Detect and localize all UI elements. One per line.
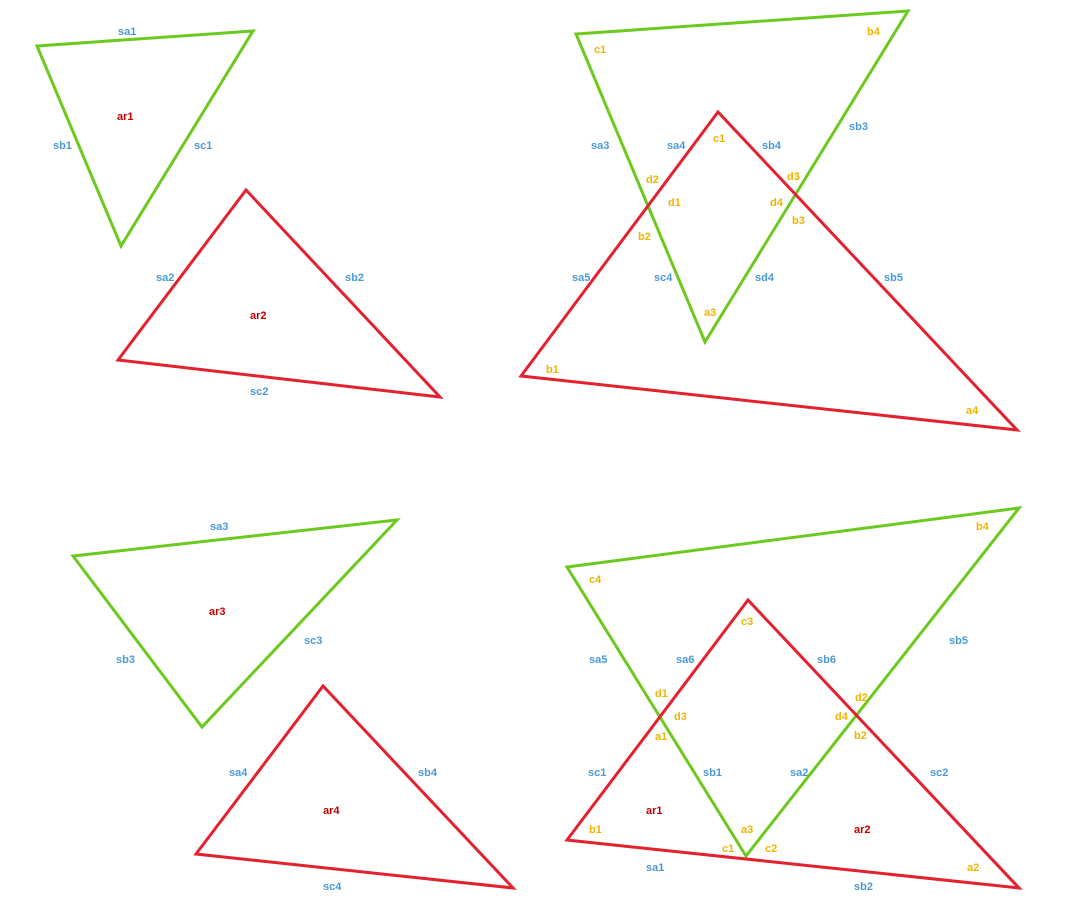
label-sa4-p3: sa4 xyxy=(229,767,248,779)
label-d1: d1 xyxy=(668,197,681,209)
label-sa1-p4: sa1 xyxy=(646,862,664,874)
label-sb1-p4: sb1 xyxy=(703,767,722,779)
green-triangle-overlap-2 xyxy=(564,506,1023,859)
label-c2: c2 xyxy=(765,843,777,855)
label-d3-p4: d3 xyxy=(674,711,687,723)
label-ar2: ar2 xyxy=(250,310,267,322)
label-sd4: sd4 xyxy=(755,272,775,284)
red-triangle-overlap-2 xyxy=(564,597,1023,890)
green-triangle-overlap xyxy=(573,9,911,346)
label-c4-p4: c4 xyxy=(589,574,602,586)
label-b3: b3 xyxy=(792,215,805,227)
label-c1-p4: c1 xyxy=(722,843,734,855)
panel-bottom-right: c4 b4 sa5 sa6 c3 sb6 sb5 d1 d3 a1 d2 d4 … xyxy=(564,506,1023,893)
label-sa5: sa5 xyxy=(572,272,590,284)
label-sb3: sb3 xyxy=(849,121,868,133)
label-sa4: sa4 xyxy=(667,140,686,152)
label-sb5: sb5 xyxy=(884,272,903,284)
label-sc1: sc1 xyxy=(588,767,606,779)
red-triangle-2 xyxy=(115,187,444,399)
panel-top-left: sa1 sb1 sc1 ar1 sa2 sb2 sc2 ar2 xyxy=(34,26,444,399)
label-a1: a1 xyxy=(655,731,667,743)
label-sc4-p3: sc4 xyxy=(323,881,342,893)
label-a2: a2 xyxy=(967,862,979,874)
label-sb2-p4: sb2 xyxy=(854,881,873,893)
label-d4-p4: d4 xyxy=(835,711,849,723)
label-sa3: sa3 xyxy=(591,140,609,152)
label-sa2-p4: sa2 xyxy=(790,767,808,779)
label-sc1: sc1 xyxy=(194,140,212,152)
green-triangle-3 xyxy=(70,518,401,730)
label-sa1: sa1 xyxy=(118,26,136,38)
label-sb5-p4: sb5 xyxy=(949,635,968,647)
label-a3-p4: a3 xyxy=(741,824,753,836)
label-d3: d3 xyxy=(787,171,800,183)
label-d2: d2 xyxy=(646,174,659,186)
green-triangle-1 xyxy=(34,29,256,250)
label-b4-p4: b4 xyxy=(976,521,990,533)
panel-bottom-left: sa3 sb3 sc3 ar3 sa4 sb4 sc4 ar4 xyxy=(70,518,517,893)
label-sb4-p3: sb4 xyxy=(418,767,438,779)
label-sa6: sa6 xyxy=(676,654,694,666)
label-sb3-p3: sb3 xyxy=(116,654,135,666)
label-ar4: ar4 xyxy=(323,805,340,817)
label-ar3: ar3 xyxy=(209,606,226,618)
label-sa2: sa2 xyxy=(156,272,174,284)
label-sb1: sb1 xyxy=(53,140,72,152)
label-b1: b1 xyxy=(546,364,559,376)
label-b1-p4: b1 xyxy=(589,824,602,836)
label-b2-p4: b2 xyxy=(854,730,867,742)
label-c1-corner: c1 xyxy=(594,44,606,56)
label-ar2-p4: ar2 xyxy=(854,824,871,836)
label-a3: a3 xyxy=(704,307,716,319)
label-sa5-p4: sa5 xyxy=(589,654,607,666)
panel-top-right: c1 b4 sa3 sa4 c1 sb4 sb3 d2 d1 d3 d4 b3 … xyxy=(518,9,1021,432)
label-d1-p4: d1 xyxy=(655,688,668,700)
label-sb2: sb2 xyxy=(345,272,364,284)
red-triangle-overlap xyxy=(518,109,1021,432)
label-sc4: sc4 xyxy=(654,272,673,284)
label-d2-p4: d2 xyxy=(855,692,868,704)
label-c1-top: c1 xyxy=(713,133,725,145)
label-d4: d4 xyxy=(770,197,784,209)
label-sb6: sb6 xyxy=(817,654,836,666)
label-b4: b4 xyxy=(867,26,881,38)
label-ar1-p4: ar1 xyxy=(646,805,663,817)
label-sb4: sb4 xyxy=(762,140,782,152)
label-sc2: sc2 xyxy=(250,386,268,398)
label-b2: b2 xyxy=(638,231,651,243)
label-sa3-p3: sa3 xyxy=(210,521,228,533)
label-c3: c3 xyxy=(741,616,753,628)
label-sc2-p4: sc2 xyxy=(930,767,948,779)
label-ar1: ar1 xyxy=(117,111,134,123)
label-sc3: sc3 xyxy=(304,635,322,647)
label-a4: a4 xyxy=(966,405,979,417)
red-triangle-4 xyxy=(193,683,517,890)
